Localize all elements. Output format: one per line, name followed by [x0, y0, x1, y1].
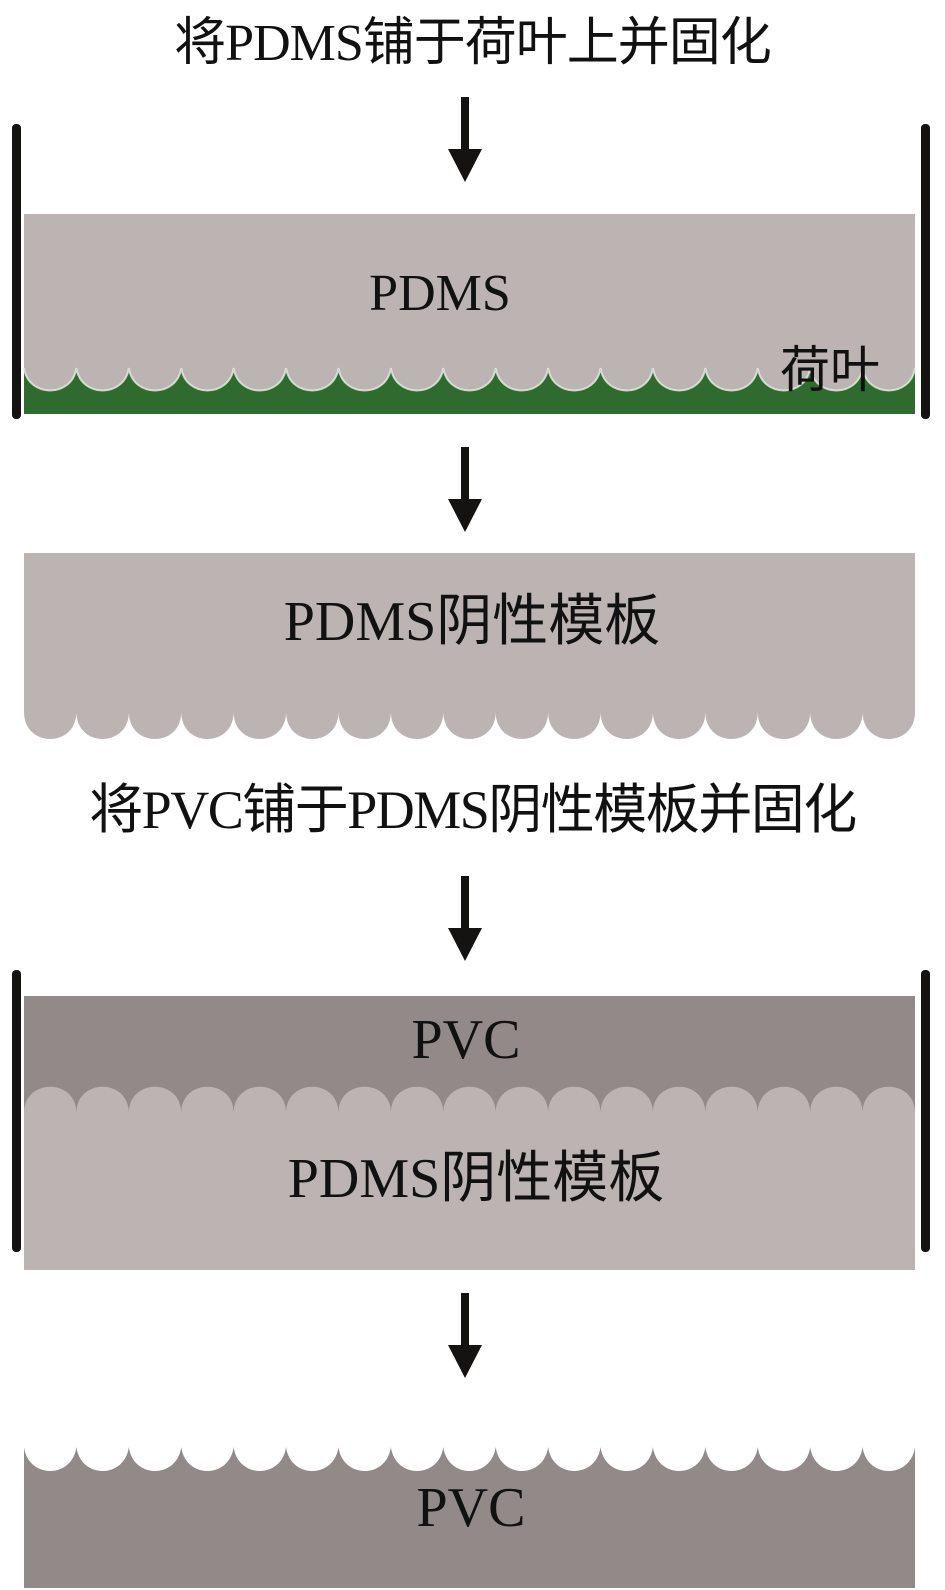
- pvc-replica-label: PVC: [416, 1477, 526, 1539]
- step2-caption: 将PVC铺于PDMS阴性模板并固化: [89, 780, 857, 840]
- arrow-head: [448, 499, 482, 532]
- down-arrow-icon: [448, 447, 482, 532]
- arrow-shaft: [461, 97, 469, 152]
- pdms-label: PDMS: [369, 265, 511, 322]
- lotus-leaf-label: 荷叶: [780, 342, 880, 398]
- arrow-shaft: [461, 447, 469, 502]
- container-wall-left: [12, 970, 21, 1252]
- container-wall-right: [921, 124, 930, 419]
- container-wall-left: [12, 124, 21, 419]
- step1-caption: 将PDMS铺于荷叶上并固化: [174, 15, 772, 72]
- down-arrow-icon: [448, 1293, 482, 1378]
- arrow-shaft: [461, 1293, 469, 1348]
- pdms-negative-template-label: PDMS阴性模板: [283, 591, 661, 653]
- arrow-head: [448, 149, 482, 182]
- pdms-negative-template-label: PDMS阴性模板: [287, 1148, 665, 1210]
- down-arrow-icon: [448, 97, 482, 182]
- arrow-head: [448, 1345, 482, 1378]
- arrow-shaft: [461, 876, 469, 931]
- pdms-negative-template: [24, 553, 915, 739]
- pvc-label: PVC: [411, 1009, 521, 1071]
- leaf-highlight: [23, 367, 916, 392]
- pdms-template-layer: [24, 1086, 915, 1270]
- pvc-replica: [24, 1447, 915, 1588]
- container-wall-right: [921, 970, 930, 1252]
- pdms-layer: [24, 214, 915, 414]
- arrow-head: [448, 928, 482, 961]
- down-arrow-icon: [448, 876, 482, 961]
